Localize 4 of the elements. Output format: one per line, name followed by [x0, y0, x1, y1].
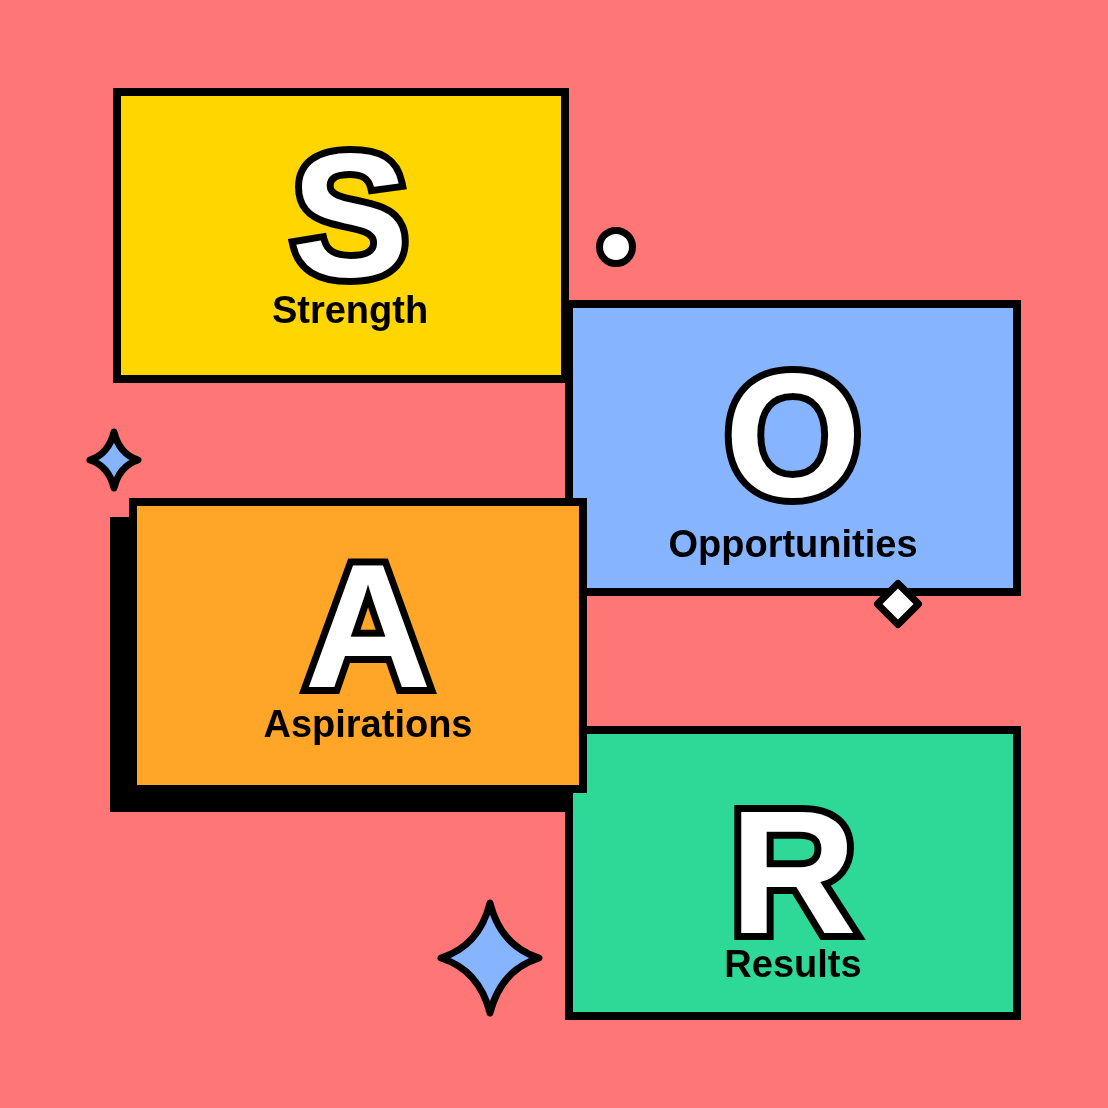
- card-label: Opportunities: [668, 525, 918, 563]
- initial-letter: O: [724, 347, 862, 523]
- letter-card: [113, 88, 569, 383]
- letter-card: [565, 300, 1021, 596]
